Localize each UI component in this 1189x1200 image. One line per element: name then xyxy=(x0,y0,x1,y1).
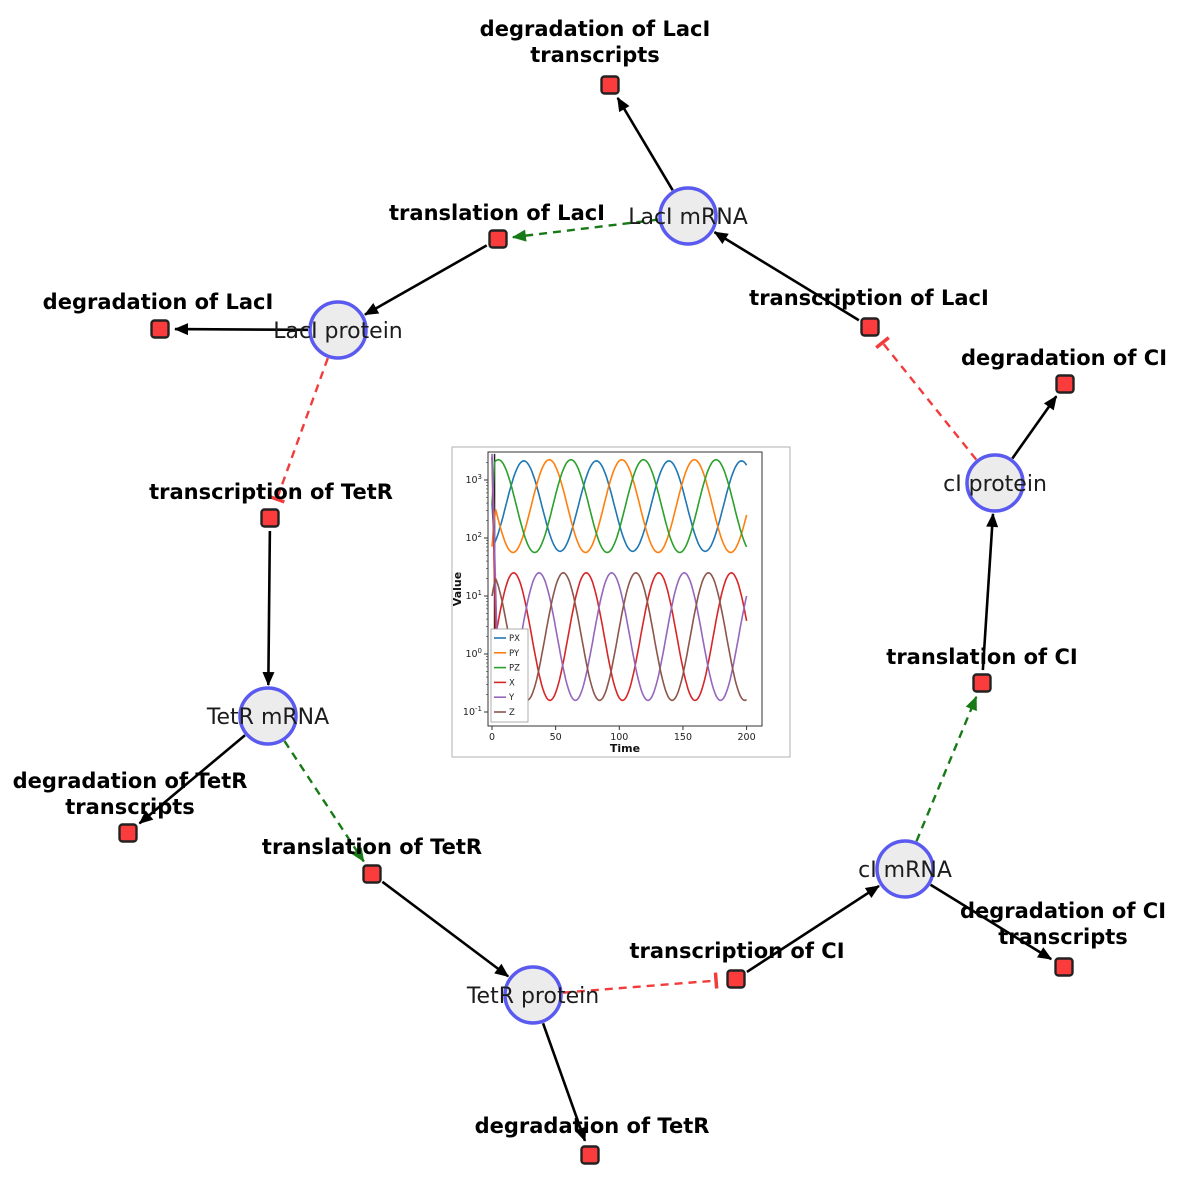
edge-laci_protein-tx_tetr-inhibition xyxy=(268,357,329,504)
edge-tx_tetr-tetr_mrna-production xyxy=(262,530,275,687)
edge-tx_ci-ci_mrna-production xyxy=(746,884,880,973)
reaction-label-transl_laci: translation of LacI xyxy=(389,201,605,225)
nodes-layer xyxy=(118,75,1075,1165)
x-tick-label: 50 xyxy=(550,732,562,743)
edge-laci_mrna-transl_laci-modifier xyxy=(511,218,659,242)
edge-ci_protein-deg_ci-consumption xyxy=(1011,395,1058,460)
legend-label-X: X xyxy=(509,678,515,688)
edge-ci_mrna-deg_ci_tx-consumption xyxy=(929,883,1053,961)
species-node-ci_protein xyxy=(965,453,1025,513)
reaction-node-deg_laci_tx xyxy=(600,75,620,95)
y-tick-label: 10-1 xyxy=(463,705,482,718)
legend-label-PY: PY xyxy=(509,649,520,659)
legend-label-Y: Y xyxy=(508,693,515,703)
species-label-tetr_protein: TetR protein xyxy=(466,984,599,1009)
reaction-node-deg_ci_tx xyxy=(1054,957,1074,977)
species-label-ci_mrna: cI mRNA xyxy=(858,858,952,883)
series-line-PY xyxy=(491,458,748,554)
reaction-node-transl_ci xyxy=(972,673,992,693)
edge-tetr_protein-deg_tetr-consumption xyxy=(541,1022,587,1142)
edges-layer xyxy=(138,97,1058,1142)
edge-ci_mrna-transl_ci-modifier xyxy=(915,695,978,842)
reaction-label-tx_tetr: transcription of TetR xyxy=(149,480,393,504)
y-tick-label: 103 xyxy=(465,473,482,486)
species-node-laci_mrna xyxy=(658,186,718,246)
x-tick-label: 0 xyxy=(489,732,495,743)
reaction-label-tx_ci: transcription of CI xyxy=(629,939,844,963)
species-node-laci_protein xyxy=(308,300,368,360)
series-line-PX xyxy=(491,460,748,553)
edge-tetr_mrna-transl_tetr-modifier xyxy=(283,740,365,863)
reaction-label-transl_ci: translation of CI xyxy=(886,645,1077,669)
reaction-node-tx_tetr xyxy=(260,508,280,528)
edge-transl_tetr-tetr_protein-production xyxy=(381,880,510,978)
species-node-tetr_protein xyxy=(503,965,563,1025)
reaction-node-deg_tetr_tx xyxy=(118,823,138,843)
reaction-node-transl_laci xyxy=(488,229,508,249)
species-label-ci_protein: cI protein xyxy=(943,472,1047,497)
reaction-node-tx_laci xyxy=(860,317,880,337)
edge-transl_laci-laci_protein-production xyxy=(364,244,488,316)
series-line-PZ xyxy=(491,458,748,554)
reaction-label-tx_laci: transcription of LacI xyxy=(749,286,989,310)
x-tick-label: 100 xyxy=(610,732,628,743)
edge-laci_protein-deg_laci-consumption xyxy=(173,323,309,336)
species-node-tetr_mrna xyxy=(238,686,298,746)
legend-label-PZ: PZ xyxy=(509,664,520,674)
species-node-ci_mrna xyxy=(875,839,935,899)
edge-tx_laci-laci_mrna-production xyxy=(713,231,860,322)
edge-tetr_mrna-deg_tetr_tx-consumption xyxy=(138,734,246,825)
x-tick-label: 150 xyxy=(674,732,692,743)
edge-ci_protein-tx_laci-inhibition xyxy=(875,336,978,461)
reaction-node-transl_tetr xyxy=(362,864,382,884)
series-line-Z xyxy=(491,571,748,702)
series-line-Y xyxy=(491,453,748,702)
reaction-node-deg_tetr xyxy=(580,1145,600,1165)
y-axis-label: Value xyxy=(451,572,464,606)
reaction-label-deg_ci: degradation of CI xyxy=(961,346,1167,370)
legend-label-PX: PX xyxy=(509,634,520,644)
legend-label-Z: Z xyxy=(509,708,515,718)
reaction-node-deg_ci xyxy=(1055,374,1075,394)
edge-tetr_protein-tx_ci-inhibition xyxy=(562,972,719,994)
reaction-label-transl_tetr: translation of TetR xyxy=(262,835,482,859)
species-label-tetr_mrna: TetR mRNA xyxy=(206,705,329,730)
reaction-node-deg_laci xyxy=(150,319,170,339)
reaction-label-deg_tetr: degradation of TetR xyxy=(475,1114,710,1138)
y-tick-label: 100 xyxy=(465,647,482,660)
reaction-node-tx_ci xyxy=(726,969,746,989)
y-tick-label: 102 xyxy=(465,531,482,544)
x-axis-label: Time xyxy=(610,742,640,755)
y-tick-label: 101 xyxy=(465,589,482,602)
species-label-laci_protein: LacI protein xyxy=(273,319,403,344)
species-label-laci_mrna: LacI mRNA xyxy=(628,205,748,230)
edge-laci_mrna-deg_laci_tx-consumption xyxy=(616,97,674,191)
plot-axes-frame xyxy=(487,451,763,727)
edge-transl_ci-ci_protein-production xyxy=(981,512,999,671)
x-tick-label: 200 xyxy=(738,732,756,743)
legend: PX PY PZ XYZ xyxy=(490,628,529,723)
legend-box xyxy=(490,628,529,723)
series-line-X xyxy=(491,456,748,702)
reaction-label-deg_laci: degradation of LacI xyxy=(43,290,274,314)
